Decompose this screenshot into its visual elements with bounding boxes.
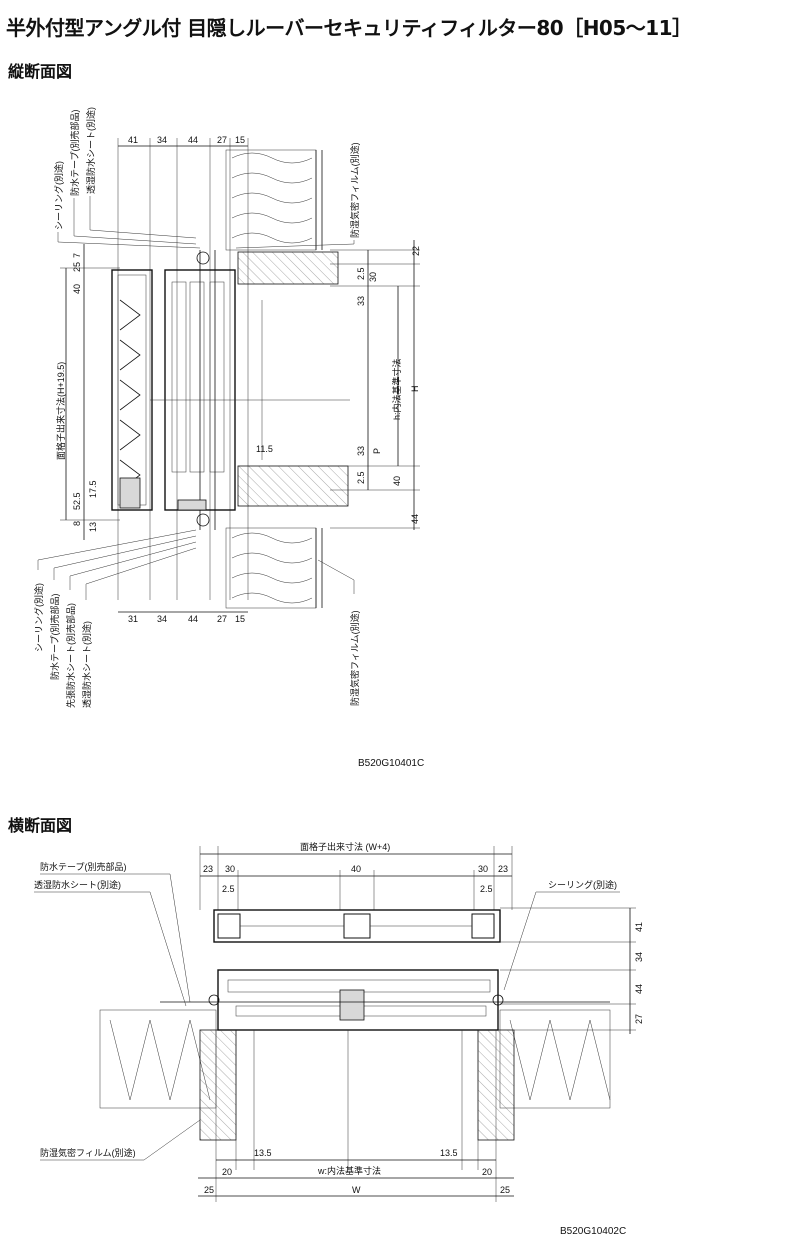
grille-height-label: 面格子出来寸法(H+19.5): [55, 362, 66, 460]
vright-dim-30: 30: [368, 272, 378, 282]
vertical-top-dimensions: 41 34 44 27 15: [117, 135, 249, 600]
vbot-dim-4: 27: [217, 614, 227, 624]
vright-dim-40: 40: [392, 476, 402, 486]
vtop-dim-3: 44: [188, 135, 198, 145]
vertical-P: P: [372, 448, 382, 454]
vleft-dim-13: 13: [88, 522, 98, 532]
wall-insulation-bottom: [225, 527, 323, 609]
h-window-frame: [160, 969, 610, 1031]
horizontal-right-dimensions: 41 34 44 27: [500, 907, 644, 1034]
hbot-dim-13_5b: 13.5: [440, 1148, 458, 1158]
label-waterproof-tape-bottom: 防水テープ(別売部品): [49, 594, 60, 680]
vertical-right-dimensions: 22 30 2.5 33 33 2.5 40 44 H P 11.5 h:内法基…: [256, 240, 421, 530]
h-inner-ref: w:内法基準寸法: [317, 1165, 381, 1176]
page-title: 半外付型アングル付 目隠しルーバーセキュリティフィルター80［H05～11］: [6, 16, 692, 40]
htop-inner-2_5b: 2.5: [480, 884, 493, 894]
vertical-bottom-dimensions: 31 34 44 27 15: [118, 611, 248, 624]
htop-inner-2_5a: 2.5: [222, 884, 235, 894]
vtop-dim-1: 41: [128, 135, 138, 145]
vertical-bottom-leaders: シーリング(別途) 防水テープ(別売部品) 先張防水シート(別売部品) 透湿防水…: [33, 529, 360, 708]
h-louver-grille: [213, 909, 501, 943]
wall-insulation-top: [225, 149, 323, 251]
vright-dim-22: 22: [411, 246, 421, 256]
vertical-section-label: 縦断面図: [8, 62, 73, 81]
hbot-dim-25a: 25: [204, 1185, 214, 1195]
hright-dim-44: 44: [634, 984, 644, 994]
vleft-dim-40: 40: [72, 284, 82, 294]
vertical-top-leaders: シーリング(別途) 防水テープ(別売部品) 透湿防水シート(別途) 防湿気密フィ…: [53, 107, 360, 249]
label-sealing-top: シーリング(別途): [53, 161, 64, 230]
h-label-vapor-film: 防湿気密フィルム(別途): [40, 1147, 136, 1158]
horizontal-bottom-dimensions: 13.5 13.5 20 20 25 25 w:内法基準寸法 W: [198, 1148, 514, 1197]
vtop-dim-2: 34: [157, 135, 167, 145]
label-vapor-film-bottom: 防湿気密フィルム(別途): [349, 610, 360, 706]
vright-dim-33a: 33: [356, 296, 366, 306]
vertical-drawing-code: B520G10401C: [358, 758, 425, 769]
vbot-dim-5: 15: [235, 614, 245, 624]
vright-dim-33b: 33: [356, 446, 366, 456]
horizontal-section-label: 横断面図: [8, 816, 73, 835]
label-breathable-sheet-top: 透湿防水シート(別途): [85, 107, 96, 194]
label-breathable-sheet-bottom: 透湿防水シート(別途): [81, 621, 92, 708]
label-pre-sheet-bottom: 先張防水シート(別売部品): [65, 603, 76, 708]
vtop-dim-5: 15: [235, 135, 245, 145]
vertical-dim-11_5: 11.5: [256, 444, 273, 454]
vertical-H: H: [410, 386, 420, 393]
sill-wood: [237, 465, 349, 507]
vbot-dim-2: 34: [157, 614, 167, 624]
hbot-dim-20a: 20: [222, 1167, 232, 1177]
vright-dim-44: 44: [410, 514, 420, 524]
horizontal-leaders: 防水テープ(別売部品) 透湿防水シート(別途) シーリング(別途) 防湿気密フィ…: [34, 861, 620, 1161]
vbot-dim-1: 31: [128, 614, 138, 624]
h-label-waterproof-tape: 防水テープ(別売部品): [40, 861, 126, 872]
htop-dim-30a: 30: [225, 864, 235, 874]
hright-dim-27: 27: [634, 1014, 644, 1024]
hbot-dim-13_5a: 13.5: [254, 1148, 272, 1158]
grille-width-label: 面格子出来寸法 (W+4): [300, 841, 390, 852]
horizontal-drawing-code: B520G10402C: [560, 1226, 627, 1237]
h-W: W: [352, 1185, 361, 1195]
label-sealing-bottom: シーリング(別途): [33, 583, 44, 652]
horizontal-section-drawing: 面格子出来寸法 (W+4) 23 30 40 30 23 2.5 2.5: [34, 841, 644, 1202]
window-frame: [164, 250, 236, 530]
horizontal-top-dimensions: 面格子出来寸法 (W+4) 23 30 40 30 23 2.5 2.5: [199, 841, 513, 910]
hbot-dim-25b: 25: [500, 1185, 510, 1195]
htop-dim-23a: 23: [203, 864, 213, 874]
hright-dim-34: 34: [634, 952, 644, 962]
header-wood: [237, 251, 339, 285]
vright-dim-2_5a: 2.5: [356, 267, 366, 280]
label-vapor-film-top: 防湿気密フィルム(別途): [349, 142, 360, 238]
h-label-sealing: シーリング(別途): [548, 879, 617, 890]
htop-dim-40: 40: [351, 864, 361, 874]
louver-grille: [111, 269, 153, 511]
vbot-dim-3: 44: [188, 614, 198, 624]
vtop-dim-4: 27: [217, 135, 227, 145]
hright-dim-41: 41: [634, 922, 644, 932]
vleft-dim-25: 25: [72, 262, 82, 272]
vertical-section-drawing: 41 34 44 27 15 31 34 44 27 15: [33, 107, 421, 708]
vleft-dim-8: 8: [72, 521, 82, 526]
htop-dim-30b: 30: [478, 864, 488, 874]
hbot-dim-20b: 20: [482, 1167, 492, 1177]
vleft-dim-52_5: 52.5: [72, 492, 82, 510]
h-label-breathable-sheet: 透湿防水シート(別途): [34, 879, 121, 890]
htop-dim-23b: 23: [498, 864, 508, 874]
label-waterproof-tape-top: 防水テープ(別売部品): [69, 110, 80, 196]
vleft-dim-17_5: 17.5: [88, 480, 98, 498]
vertical-left-dimensions: 7 25 40 52.5 17.5 8 13 面格子出来寸法(H+19.5): [55, 244, 120, 540]
vright-dim-2_5b: 2.5: [356, 471, 366, 484]
vleft-dim-7: 7: [72, 253, 82, 258]
vertical-inner-ref: h:内法基準寸法: [391, 358, 402, 420]
